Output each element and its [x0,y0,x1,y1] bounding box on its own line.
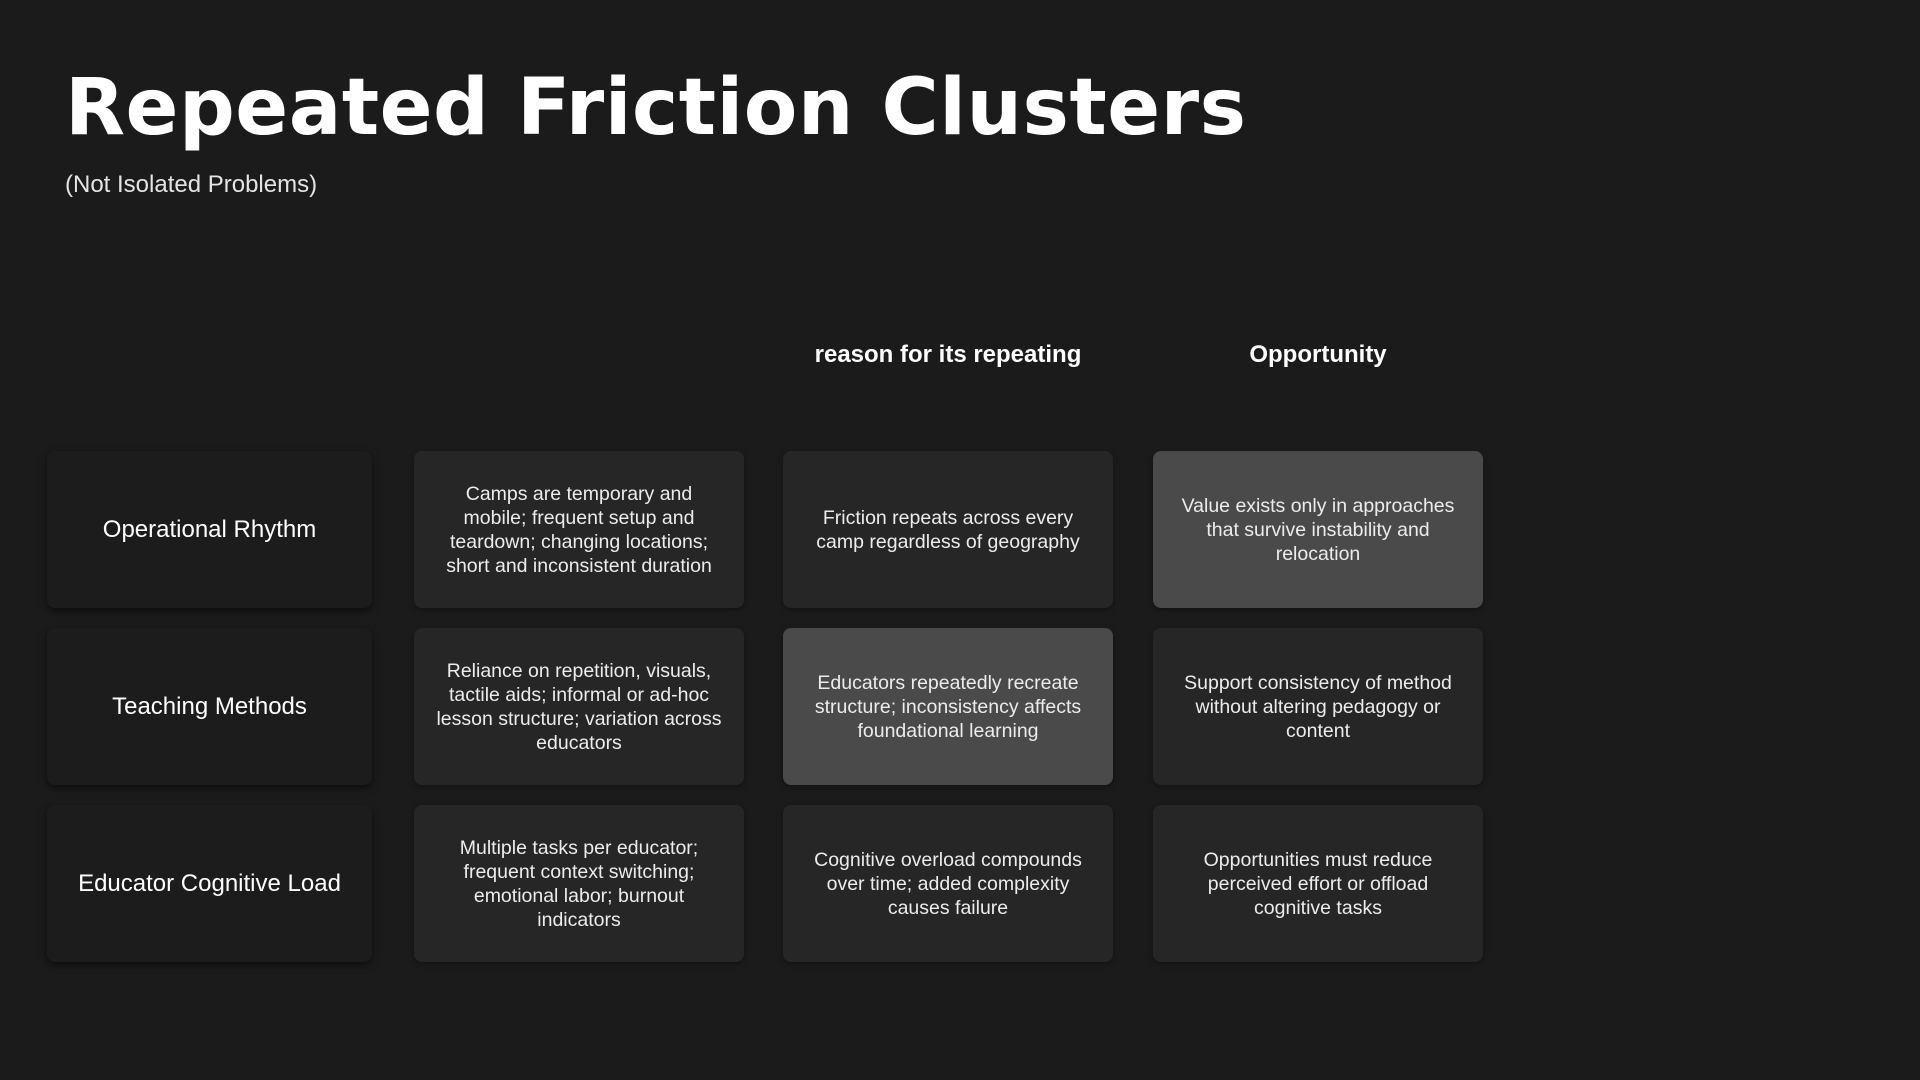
cell-description-educator-cognitive-load: Multiple tasks per educator; frequent co… [414,805,744,962]
column-header-reason: reason for its repeating [814,341,1082,368]
cell-opportunity-teaching-methods: Support consistency of method without al… [1153,628,1483,785]
column-header-opportunity: Opportunity [1249,341,1387,368]
cell-opportunity-educator-cognitive-load: Opportunities must reduce perceived effo… [1153,805,1483,962]
cell-reason-operational-rhythm: Friction repeats across every camp regar… [783,451,1113,608]
cell-reason-educator-cognitive-load: Cognitive overload compounds over time; … [783,805,1113,962]
cell-description-teaching-methods: Reliance on repetition, visuals, tactile… [414,628,744,785]
cell-description-operational-rhythm: Camps are temporary and mobile; frequent… [414,451,744,608]
row-label-operational-rhythm: Operational Rhythm [47,451,372,608]
cell-opportunity-operational-rhythm: Value exists only in approaches that sur… [1153,451,1483,608]
row-label-teaching-methods: Teaching Methods [47,628,372,785]
page-title: Repeated Friction Clusters [65,63,1247,153]
cell-reason-teaching-methods: Educators repeatedly recreate structure;… [783,628,1113,785]
row-label-educator-cognitive-load: Educator Cognitive Load [47,805,372,962]
page-subtitle: (Not Isolated Problems) [65,171,318,198]
